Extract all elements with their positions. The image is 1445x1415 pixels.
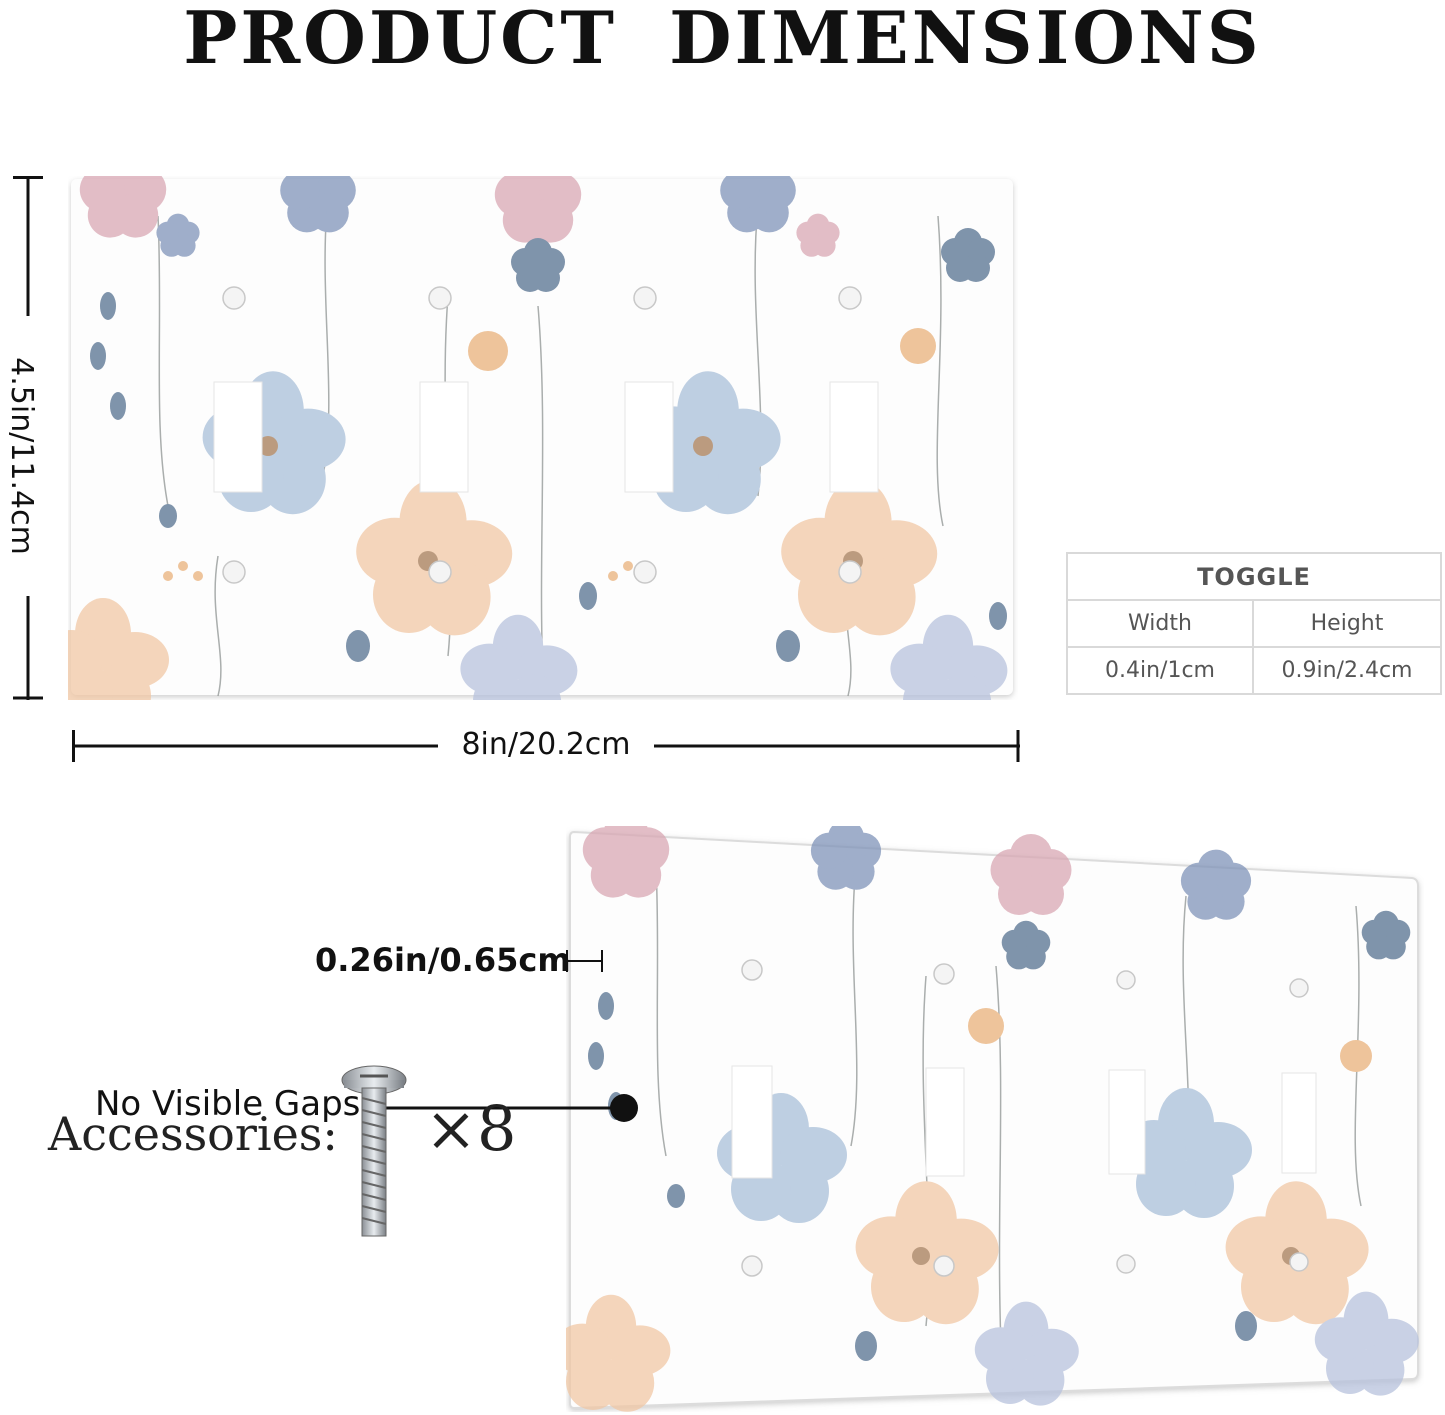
angled-plate-image xyxy=(566,826,1419,1412)
toggle-size-table: TOGGLE Width Height 0.4in/1cm 0.9in/2.4c… xyxy=(1066,552,1442,695)
thickness-label: 0.26in/0.65cm xyxy=(315,941,571,979)
front-plate-image xyxy=(68,176,1013,700)
toggle-width-value: 0.4in/1cm xyxy=(1068,648,1254,693)
screw-icon xyxy=(341,1065,407,1237)
no-gaps-label: No Visible Gaps xyxy=(95,1084,361,1124)
toggle-table-title: TOGGLE xyxy=(1068,554,1440,601)
page-title: PRODUCT DIMENSIONS xyxy=(183,0,1262,80)
callout-pointer xyxy=(384,1094,638,1122)
accessory-count: ×8 xyxy=(425,1092,517,1165)
toggle-width-header: Width xyxy=(1068,601,1254,648)
toggle-height-header: Height xyxy=(1254,601,1440,648)
height-label: 4.5in/11.4cm xyxy=(2,316,39,596)
width-label: 8in/20.2cm xyxy=(438,728,654,762)
toggle-height-value: 0.9in/2.4cm xyxy=(1281,658,1413,683)
thickness-marker xyxy=(566,950,603,972)
accessories-label: Accessories: xyxy=(48,1107,338,1161)
